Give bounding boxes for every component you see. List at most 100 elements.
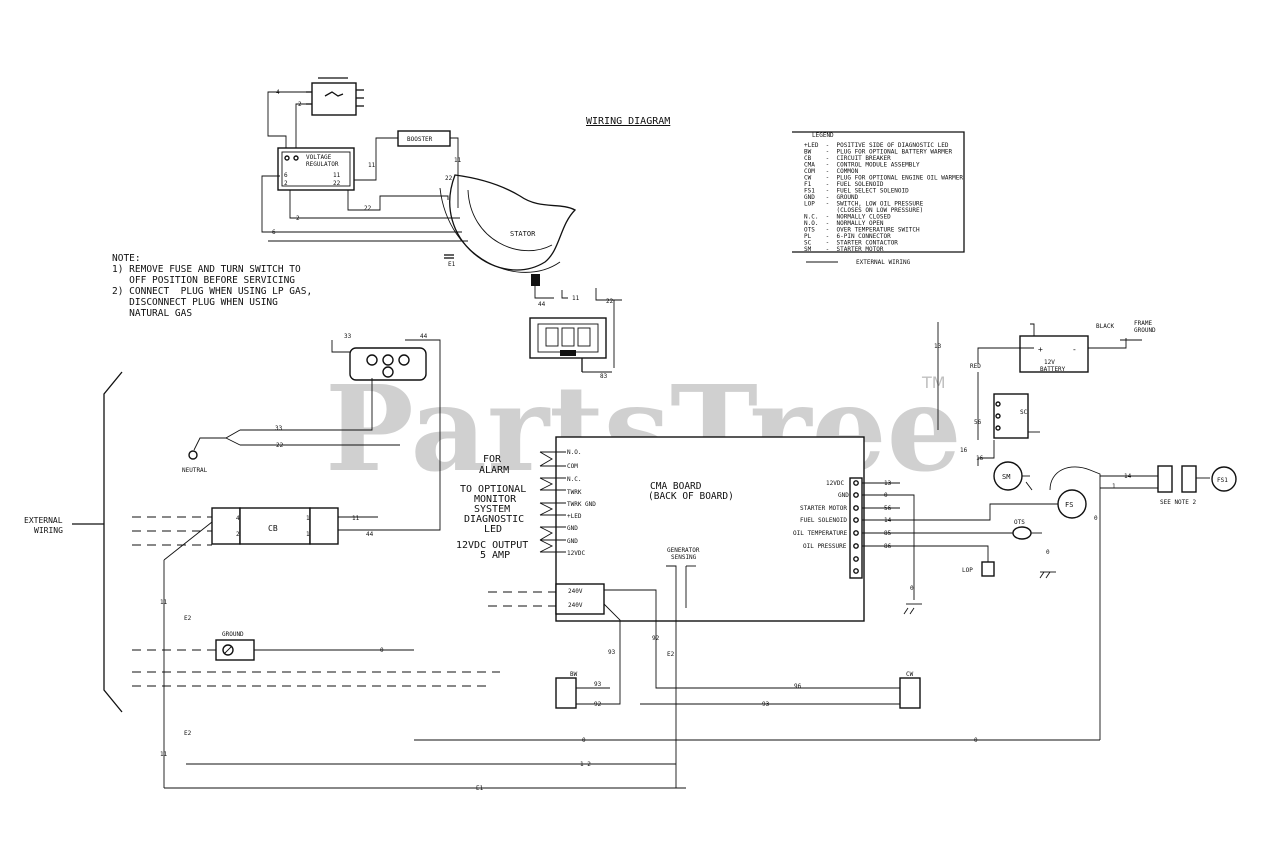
cw-plug: CW 93 96: [640, 671, 921, 709]
svg-text:+LED: +LED: [567, 513, 582, 520]
svg-text:86: 86: [884, 543, 892, 550]
svg-text:NOTE:: NOTE:: [112, 253, 141, 264]
svg-text:BATTERY: BATTERY: [1040, 366, 1066, 373]
svg-text:FS1: FS1: [1217, 477, 1228, 484]
svg-text:22: 22: [276, 442, 284, 449]
svg-text:F1 - FUEL SOLENOID: F1 - FUEL SOLENOID: [804, 181, 884, 188]
svg-text:93: 93: [608, 649, 616, 656]
fuel-solenoid-group: FS 1 14 0 FS1 SEE NOTE 2 14: [862, 465, 1237, 740]
svg-text:OIL TEMPERATURE: OIL TEMPERATURE: [793, 530, 848, 537]
svg-text:14: 14: [1124, 473, 1132, 480]
cma-board-title: CMA BOARD: [650, 481, 702, 492]
svg-text:11: 11: [368, 162, 376, 169]
svg-text:CMA - CONTROL MODULE ASSEMB: CMA - CONTROL MODULE ASSEMBLY: [804, 162, 920, 169]
svg-text:GROUND: GROUND: [1134, 327, 1156, 334]
ots-group: OTS 0: [1012, 519, 1056, 579]
ground-group: E2 GROUND 0 E2: [132, 615, 500, 737]
svg-text:4: 4: [276, 89, 280, 96]
ots-switch: [1012, 526, 1032, 540]
svg-text:1: 1: [1112, 483, 1116, 490]
svg-text:LED: LED: [484, 524, 502, 535]
bottom-wire-runs: 0 0 1 2 E1: [164, 737, 1100, 792]
svg-text:GND: GND: [838, 492, 849, 499]
svg-text:4: 4: [236, 515, 240, 522]
lop-group: LOP: [962, 561, 995, 577]
svg-text:93: 93: [762, 701, 770, 708]
svg-text:0: 0: [974, 737, 978, 744]
svg-text:+: +: [1038, 345, 1043, 354]
svg-text:E2: E2: [184, 730, 192, 737]
svg-text:SC: SC: [1020, 409, 1028, 416]
cma-right-wires: 13 0 0 56 85 86: [862, 480, 1016, 615]
svg-text:22: 22: [333, 180, 341, 187]
svg-text:56: 56: [884, 505, 892, 512]
generator-sensing-group: GENERATOR SENSING E2: [666, 547, 700, 788]
svg-text:E2: E2: [667, 651, 675, 658]
legend-heading: LEGEND: [812, 132, 834, 139]
svg-text:1: 1: [306, 515, 310, 522]
svg-text:13: 13: [934, 343, 942, 350]
svg-text:12VDC: 12VDC: [826, 480, 844, 487]
stator-shape: [449, 174, 577, 271]
svg-text:0: 0: [380, 647, 384, 654]
svg-text:6: 6: [284, 172, 288, 179]
svg-text:16: 16: [976, 455, 984, 462]
svg-text:+LED - POSITIVE SIDE OF DIAG: +LED - POSITIVE SIDE OF DIAGNOSTIC LED: [804, 142, 949, 149]
svg-text:N.C. - NORMALLY CLOSED: N.C. - NORMALLY CLOSED: [804, 214, 891, 221]
stator-group: STATOR E1: [439, 174, 577, 286]
note-block: NOTE: 1) REMOVE FUSE AND TURN SWITCH TO …: [112, 253, 312, 319]
svg-text:11: 11: [160, 599, 168, 606]
voltage-regulator-box: [277, 147, 355, 191]
svg-text:OFF POSITION BEFORE SERVICING: OFF POSITION BEFORE SERVICING: [112, 275, 295, 286]
svg-text:6: 6: [272, 229, 276, 236]
svg-text:E1: E1: [448, 261, 456, 268]
cma-board-subtitle: (BACK OF BOARD): [648, 491, 734, 502]
svg-text:TWRK GND: TWRK GND: [567, 501, 596, 508]
cma-terminal-strip: [849, 477, 863, 579]
legend-external-wiring: EXTERNAL WIRING: [856, 259, 911, 266]
svg-text:LOP: LOP: [962, 567, 973, 574]
cma-board: CMA BOARD (BACK OF BOARD) N.O. COM N.C. …: [456, 436, 900, 705]
see-note-label: SEE NOTE 2: [1160, 499, 1197, 506]
svg-text:44: 44: [366, 531, 374, 538]
svg-text:GND: GND: [567, 538, 578, 545]
svg-text:5 AMP: 5 AMP: [480, 550, 510, 561]
ground-lug: [215, 639, 255, 661]
svg-text:TWRK: TWRK: [567, 489, 582, 496]
svg-text:33: 33: [275, 425, 283, 432]
svg-text:12VDC: 12VDC: [567, 550, 585, 557]
svg-text:92: 92: [594, 701, 602, 708]
svg-text:92: 92: [652, 635, 660, 642]
svg-text:CW: CW: [906, 671, 914, 678]
circuit-breaker-label: CB: [268, 524, 278, 533]
svg-text:11: 11: [352, 515, 360, 522]
circuit-breaker-group: CB 4 2 1 1 11 44 11 11: [132, 507, 378, 788]
booster-box: [397, 130, 451, 147]
svg-text:85: 85: [884, 530, 892, 537]
external-wiring-label: EXTERNAL: [24, 516, 63, 525]
svg-text:16: 16: [960, 447, 968, 454]
neutral-label: NEUTRAL: [182, 467, 208, 474]
voltage-regulator-label: VOLTAGE: [306, 154, 332, 161]
voltage-regulator-group: 4 2 VOLTAGE REGULATOR 6 11 2 22 BOOSTER …: [261, 77, 468, 242]
booster-label: BOOSTER: [407, 136, 433, 143]
svg-text:OTS - OVER TEMPERATURE SWIT: OTS - OVER TEMPERATURE SWITCH: [804, 227, 920, 234]
stator-label: STATOR: [510, 230, 536, 238]
svg-text:11: 11: [572, 295, 580, 302]
svg-text:13: 13: [884, 480, 892, 487]
battery-box: [1019, 335, 1089, 373]
svg-text:DISCONNECT PLUG WHEN USING: DISCONNECT PLUG WHEN USING: [112, 297, 278, 308]
svg-text:11: 11: [333, 172, 341, 179]
svg-text:NATURAL GAS: NATURAL GAS: [112, 308, 192, 319]
svg-text:0: 0: [1046, 549, 1050, 556]
svg-text:SM - STARTER MOTOR: SM - STARTER MOTOR: [804, 246, 884, 253]
ground-label: GROUND: [222, 631, 244, 638]
svg-text:MONITOR: MONITOR: [474, 494, 517, 505]
svg-text:SC - STARTER CONTACTOR: SC - STARTER CONTACTOR: [804, 240, 898, 247]
svg-text:83: 83: [600, 373, 608, 380]
svg-text:93: 93: [594, 681, 602, 688]
svg-text:STARTER MOTOR: STARTER MOTOR: [800, 505, 847, 512]
svg-text:FOR: FOR: [483, 454, 502, 465]
frame-ground-label: FRAME: [1134, 320, 1152, 327]
svg-text:(CLOSES ON LOW PRESSURE): (CLOSES ON LOW PRESSURE): [804, 207, 923, 214]
